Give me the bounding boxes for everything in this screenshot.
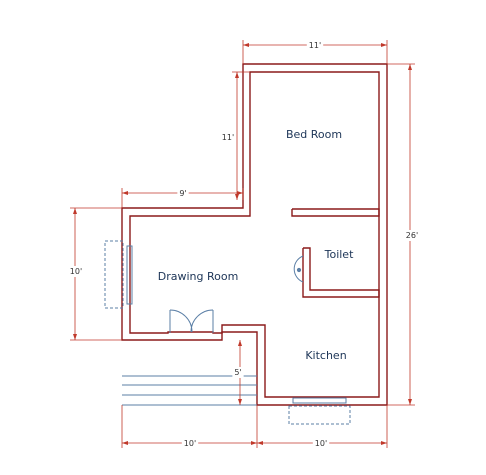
left-window-outline xyxy=(104,240,124,309)
dim-top-label: 11' xyxy=(309,41,321,50)
dim-bedroom-label: 11' xyxy=(222,133,234,142)
arrow xyxy=(237,191,243,195)
toilet-partition-wall xyxy=(302,247,380,298)
toilet-door-swing xyxy=(293,255,304,283)
arrow xyxy=(122,191,128,195)
arrow xyxy=(235,194,239,200)
dim-label-mask xyxy=(232,367,244,378)
arrow xyxy=(381,441,387,445)
dim-bottom-right-label: 10' xyxy=(315,439,327,448)
dimension-arrows xyxy=(73,43,412,445)
dim-label-mask xyxy=(219,132,237,143)
arrow xyxy=(122,441,128,445)
bed-room-label: Bed Room xyxy=(286,128,342,141)
dim-steps-label: 5' xyxy=(234,368,241,377)
dim-label-mask xyxy=(177,188,189,199)
kitchen-window-outline xyxy=(288,405,351,425)
kitchen-window-frame xyxy=(292,397,347,404)
arrow xyxy=(257,441,263,445)
arrow xyxy=(235,72,239,78)
arrow xyxy=(408,64,412,70)
arrow xyxy=(238,399,242,405)
arrow xyxy=(243,43,249,47)
dim-bottom-left-label: 10' xyxy=(184,439,196,448)
dim-drawing-label: 10' xyxy=(70,267,82,276)
bedroom-partition-wall xyxy=(291,208,380,217)
kitchen-label: Kitchen xyxy=(305,349,346,362)
dim-label-mask xyxy=(181,438,199,449)
outer-walls xyxy=(121,63,388,406)
toilet-door xyxy=(293,255,304,283)
left-window-frame xyxy=(126,245,133,305)
dim-total-label: 26' xyxy=(406,231,418,240)
left-window xyxy=(104,240,133,309)
kitchen-window xyxy=(288,397,351,425)
door-swing-right xyxy=(190,309,214,333)
toilet-door-knob xyxy=(296,267,302,273)
door-swing-left xyxy=(169,309,193,333)
interior-walls xyxy=(291,208,380,298)
dim-label-mask xyxy=(403,230,421,241)
arrow xyxy=(73,208,77,214)
outer-wall-outer-line xyxy=(121,63,388,406)
arrow xyxy=(381,43,387,47)
main-door xyxy=(169,309,214,333)
dim-left-upper-label: 9' xyxy=(179,189,186,198)
toilet-label: Toilet xyxy=(324,248,354,261)
dim-label-mask xyxy=(312,438,330,449)
dim-label-mask xyxy=(67,266,85,277)
arrow xyxy=(73,334,77,340)
dim-label-mask xyxy=(306,40,324,51)
arrow xyxy=(408,399,412,405)
entrance-steps xyxy=(122,375,257,406)
arrow xyxy=(251,441,257,445)
arrow xyxy=(238,340,242,346)
drawing-room-label: Drawing Room xyxy=(158,270,239,283)
